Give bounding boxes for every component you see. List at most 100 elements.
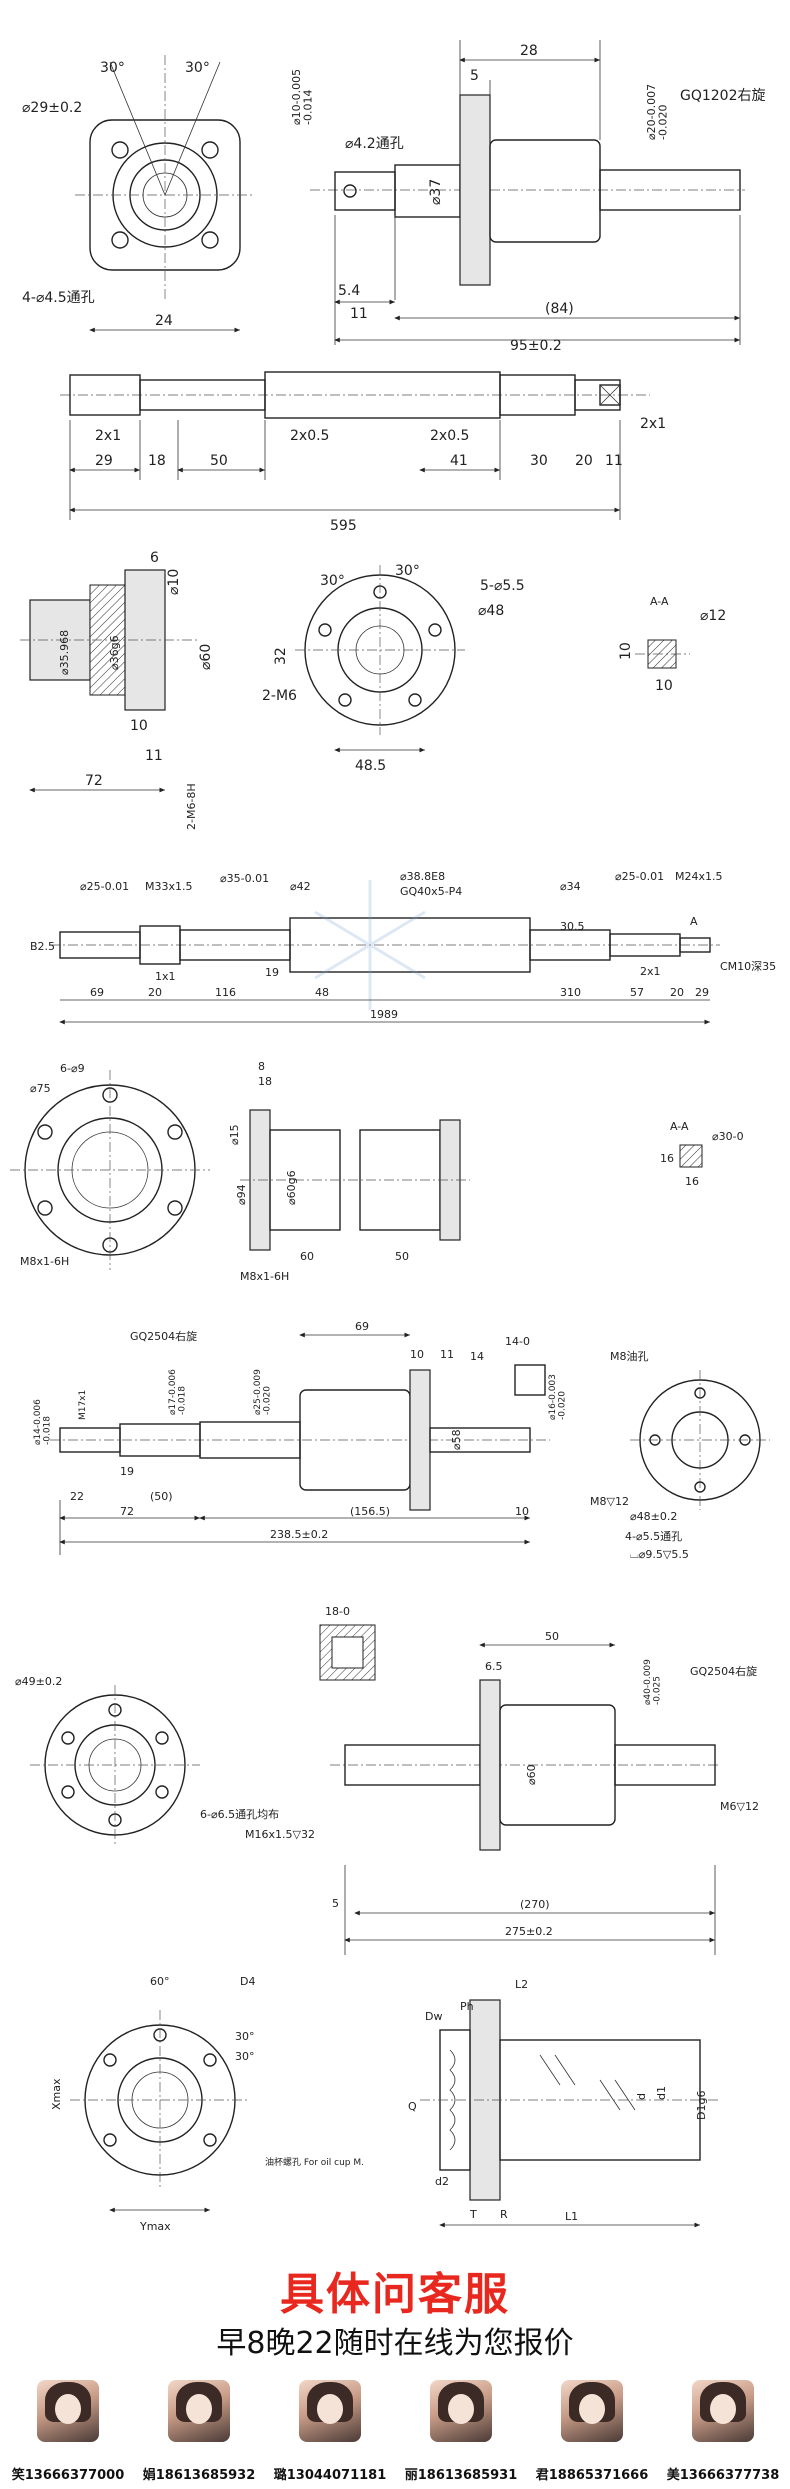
t: T (469, 2208, 477, 2221)
length-28-label: 28 (520, 43, 538, 59)
dim-10b: 10 (515, 1505, 529, 1518)
dim-14b: 14-0 (505, 1335, 530, 1348)
seg-30: 30 (530, 453, 548, 469)
dim-11: 11 (440, 1348, 454, 1361)
chamfer-2x1: 2x1 (640, 965, 661, 978)
seg-50: 50 (210, 453, 228, 469)
dia-35968: ⌀35.968 (58, 630, 71, 675)
angle-30b: 30° (235, 2050, 255, 2063)
gq2504-b: GQ2504右旋 (690, 1664, 757, 1678)
drawing-flange-nut: ⌀35.968 ⌀36g6 ⌀60 ⌀10 6 10 11 72 2-M6-8H… (0, 540, 790, 835)
drawing-gq2504-b: 18-0 ⌀49±0.2 6-⌀6.5通孔均布 M16x1.5▽32 50 6.… (0, 1590, 790, 1865)
dia-35: ⌀35-0.01 (220, 872, 269, 885)
thread-m8: M8x1-6H (20, 1255, 69, 1268)
counterbore: ⌴⌀9.5▽5.5 (630, 1548, 689, 1561)
angle-60: 60° (150, 1975, 170, 1988)
nut-body (489, 139, 601, 243)
d2: d2 (435, 2175, 449, 2188)
seg-310: 310 (560, 986, 581, 999)
dia-49: ⌀49±0.2 (15, 1675, 62, 1688)
section-aa-2: A-A (670, 1120, 689, 1133)
agent-phone: 璐13044071181 (273, 2468, 387, 2483)
seg-19: 19 (265, 966, 279, 979)
thread-m8v12: M8▽12 (590, 1495, 629, 1508)
oil-cup: 油杯螺孔 For oil cup M. (265, 2156, 364, 2168)
thread-2m6: 2-M6 (262, 688, 297, 704)
dim-72: 72 (85, 773, 103, 789)
dia-60g6: ⌀60g6 (285, 1170, 298, 1205)
dia-48-2: ⌀48±0.2 (630, 1510, 677, 1523)
chamfer-2x05-b: 2x0.5 (430, 428, 469, 444)
dim-16: 16 (660, 1152, 674, 1165)
agent-card: 丽18613685931 (395, 2380, 527, 2483)
thread-m8b: M8x1-6H (240, 1270, 289, 1283)
dia-34: ⌀34 (560, 880, 581, 893)
dia-15: ⌀15 (228, 1124, 241, 1145)
gq2504: GQ2504右旋 (130, 1329, 197, 1343)
dia-20-label: ⌀20-0.007-0.020 (645, 84, 670, 140)
dia-16: ⌀16-0.003-0.020 (548, 1374, 567, 1420)
dia-36g6: ⌀36g6 (108, 635, 121, 670)
xmax: Xmax (50, 2078, 63, 2110)
dia-14: ⌀14-0.006-0.018 (33, 1399, 52, 1445)
m17: M17x1 (78, 1390, 88, 1420)
chamfer-2x1-b: 2x1 (640, 416, 666, 432)
contact-title: 具体问客服 (280, 2269, 510, 2320)
nut-flange (459, 94, 491, 286)
dia-25b: ⌀25-0.01 (615, 870, 664, 883)
dim-50: 50 (545, 1630, 559, 1643)
total-2385: 238.5±0.2 (270, 1528, 328, 1541)
angle-30-r: 30° (395, 563, 420, 579)
total-595: 595 (330, 518, 357, 534)
agent-phone: 美13666377738 (666, 2468, 780, 2483)
agent-phone: 君18865371666 (535, 2468, 649, 2483)
dia-388: ⌀38.8E8 (400, 870, 445, 883)
shaft-dia-label: ⌀10-0.005-0.014 (290, 69, 315, 125)
dim-14: 14 (470, 1350, 484, 1363)
width-label: 24 (155, 313, 173, 329)
hole-42-label: ⌀4.2通孔 (345, 136, 404, 152)
seg-29: 29 (695, 986, 709, 999)
drawing-gq2504-a: GQ2504右旋 69 10 11 ⌀14-0.006-0.018 M17x1 … (0, 1300, 790, 1580)
m6: M6▽12 (720, 1800, 759, 1813)
drawing-shaft-595: 2x1 2x0.5 2x0.5 2x1 29 18 50 41 30 20 11… (0, 360, 790, 540)
dim-5: 5 (332, 1897, 339, 1910)
d1g6: D1g6 (695, 2091, 708, 2120)
oil-m8: M8油孔 (610, 1349, 649, 1363)
holes-9: 6-⌀9 (60, 1062, 85, 1075)
pcd-label: ⌀29±0.2 (22, 100, 82, 116)
angle-30-l: 30° (320, 573, 345, 589)
dim-19: 19 (120, 1465, 134, 1478)
seg-20: 20 (148, 986, 162, 999)
dia-60: ⌀60 (525, 1764, 538, 1785)
agent-card: 美13666377738 (657, 2380, 789, 2483)
agent-card: 君18865371666 (526, 2380, 658, 2483)
dim-10: 10 (410, 1348, 424, 1361)
dim-16b: 16 (685, 1175, 699, 1188)
angle-30a: 30° (235, 2030, 255, 2043)
holes-65: 6-⌀6.5通孔均布 (200, 1808, 279, 1821)
agent-list: 笑13666377000 娟18613685932 璐13044071181 丽… (0, 2380, 790, 2483)
m16: M16x1.5▽32 (245, 1828, 315, 1841)
m24: M24x1.5 (675, 870, 723, 883)
dim-485: 48.5 (355, 758, 386, 774)
total-1989: 1989 (370, 1008, 398, 1021)
holes-55: 5-⌀5.5 (480, 578, 525, 594)
drawing-gq1202: 30° 30° ⌀29±0.2 4-⌀4.5通孔 24 28 5 ⌀10-0.0… (0, 0, 790, 355)
angle-right-label: 30° (185, 60, 210, 76)
d1: d1 (655, 2086, 668, 2100)
r: R (500, 2208, 508, 2221)
dim-6: 6 (150, 550, 159, 566)
d: d (635, 2093, 648, 2100)
dim-50: 50 (395, 1250, 409, 1263)
dim-10: 10 (130, 718, 148, 734)
seg-69: 69 (90, 986, 104, 999)
len-84-label: (84) (545, 301, 574, 317)
dim-69: 69 (355, 1320, 369, 1333)
dim-1565: (156.5) (350, 1505, 390, 1518)
len-11-label: 11 (350, 306, 368, 322)
seg-11: 11 (605, 453, 623, 469)
dim-22: 22 (70, 1490, 84, 1503)
m33: M33x1.5 (145, 880, 193, 893)
seg-29: 29 (95, 453, 113, 469)
